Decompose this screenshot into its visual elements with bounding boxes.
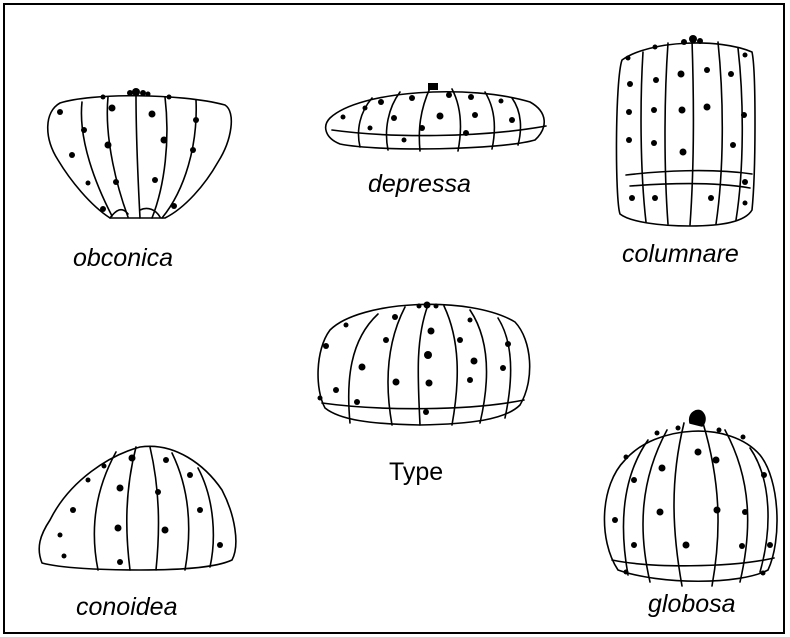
type-shape (318, 302, 530, 426)
depressa-shape (326, 83, 546, 151)
conoidea-shape (39, 446, 236, 570)
label-type: Type (389, 458, 443, 487)
globosa-shape (604, 410, 777, 586)
label-columnare: columnare (622, 240, 739, 269)
obconica-shape (48, 88, 232, 218)
columnare-shape (616, 35, 755, 226)
label-globosa: globosa (648, 590, 736, 619)
label-obconica: obconica (73, 244, 173, 273)
label-conoidea: conoidea (76, 593, 177, 622)
label-depressa: depressa (368, 170, 471, 199)
